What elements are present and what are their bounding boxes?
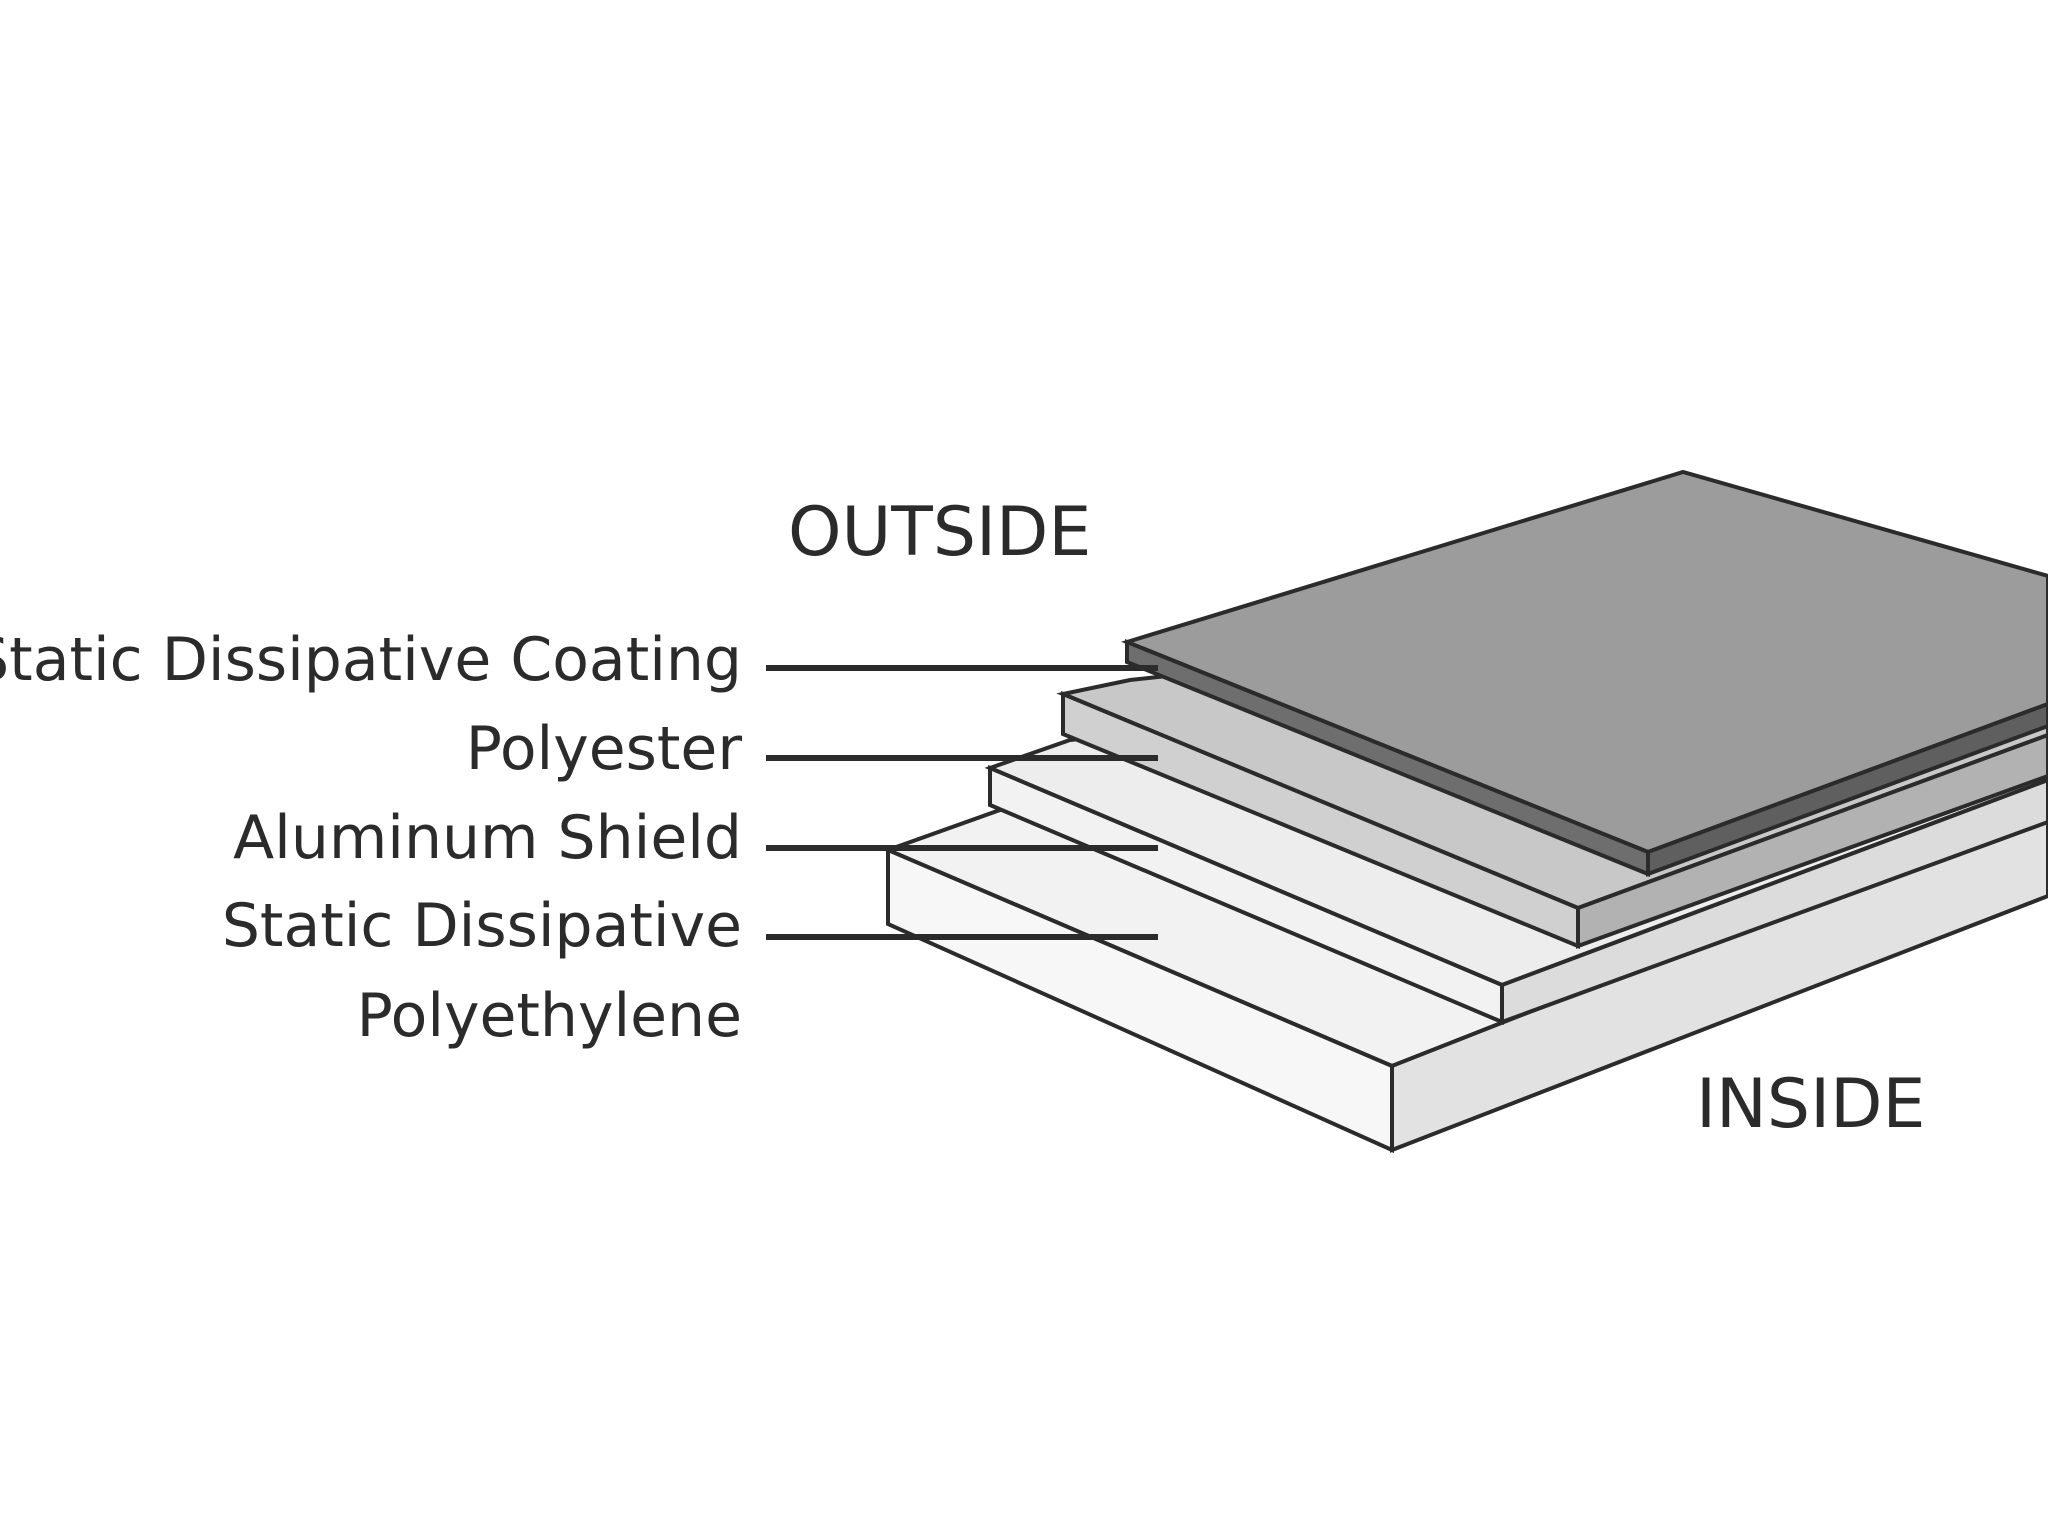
layer-label-polyethylene: Polyethylene xyxy=(357,981,742,1051)
coating-front-face xyxy=(1646,701,2048,877)
layer-label-coating: Static Dissipative Coating xyxy=(0,625,742,695)
outside-label: OUTSIDE xyxy=(788,493,1091,572)
inside-label: INSIDE xyxy=(1696,1065,1925,1144)
layer-label-polyester: Polyester xyxy=(466,714,743,784)
static-dissipative-coating-layer xyxy=(1121,469,2048,877)
polyester-front-face xyxy=(1576,732,2048,949)
aluminum-shield-front-face xyxy=(1500,777,2048,1025)
leader-lines xyxy=(766,665,1158,940)
layer-label-aluminum-shield: Aluminum Shield xyxy=(233,803,742,873)
layer-label-static-dissipative: Static Dissipative xyxy=(222,891,742,961)
